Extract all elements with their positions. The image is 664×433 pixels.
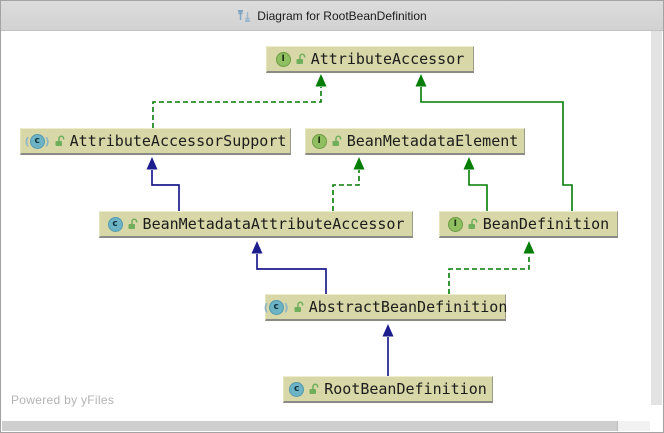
window-title: Diagram for RootBeanDefinition [257, 8, 427, 23]
diagram-node-abstractbeandefinition[interactable]: (c) AbstractBeanDefinition [263, 294, 508, 321]
abstract-marker-right: ) [283, 300, 289, 314]
edge-beandefinition-extends-beanmetadataelement [463, 157, 488, 211]
horizontal-scrollbar-thumb[interactable] [2, 421, 618, 431]
interface-icon: I [275, 51, 291, 67]
edge-abstractbeandefinition-implements-beandefinition [448, 241, 535, 294]
abstract-class-icon: (c) [263, 299, 289, 315]
horizontal-scrollbar-track[interactable] [2, 421, 650, 431]
node-label: BeanDefinition [482, 215, 610, 233]
diagram-node-rootbeandefinition[interactable]: c RootBeanDefinition [283, 376, 493, 403]
abstract-marker-left: ( [263, 300, 269, 314]
diagram-node-beandefinition[interactable]: I BeanDefinition [439, 211, 618, 238]
node-label: AbstractBeanDefinition [308, 298, 508, 316]
diagram-node-attributeaccessor[interactable]: I AttributeAccessor [266, 46, 474, 73]
edge-attributeaccessorsupport-implements-attributeaccessor [152, 74, 327, 128]
edge-abstractbeandefinition-extends-beanmetadataattributeaccessor [251, 241, 327, 294]
edge-rootbeandefinition-extends-abstractbeandefinition [382, 324, 394, 376]
abstract-marker-left: ( [24, 134, 30, 148]
node-label: AttributeAccessorSupport [69, 132, 287, 150]
titlebar: Diagram for RootBeanDefinition [1, 1, 663, 31]
yfiles-watermark: Powered by yFiles [11, 393, 115, 407]
class-icon: c [289, 381, 305, 397]
diagram-node-beanmetadataattributeaccessor[interactable]: c BeanMetadataAttributeAccessor [99, 211, 413, 238]
node-label: BeanMetadataAttributeAccessor [142, 215, 405, 233]
diagram-layout-icon [237, 9, 251, 23]
vertical-scrollbar-thumb[interactable] [651, 31, 662, 405]
edge-beanmetadataattributeaccessor-implements-beanmetadataelement [332, 157, 365, 211]
node-label: AttributeAccessor [310, 50, 465, 68]
public-lock-icon [332, 135, 342, 147]
interface-icon: I [311, 133, 327, 149]
node-label: RootBeanDefinition [324, 380, 487, 398]
abstract-marker-right: ) [44, 134, 50, 148]
class-icon: c [107, 216, 123, 232]
public-lock-icon [128, 218, 138, 230]
abstract-class-icon: (c) [24, 133, 50, 149]
public-lock-icon [468, 218, 478, 230]
node-label: BeanMetadataElement [346, 132, 519, 150]
edge-beanmetadataattributeaccessor-extends-attributeaccessorsupport [146, 157, 180, 211]
diagram-node-beanmetadataelement[interactable]: I BeanMetadataElement [305, 128, 525, 155]
diagram-node-attributeaccessorsupport[interactable]: (c) AttributeAccessorSupport [20, 128, 291, 155]
public-lock-icon [55, 135, 65, 147]
public-lock-icon [296, 53, 306, 65]
interface-icon: I [447, 216, 463, 232]
public-lock-icon [309, 383, 319, 395]
public-lock-icon [294, 301, 304, 313]
